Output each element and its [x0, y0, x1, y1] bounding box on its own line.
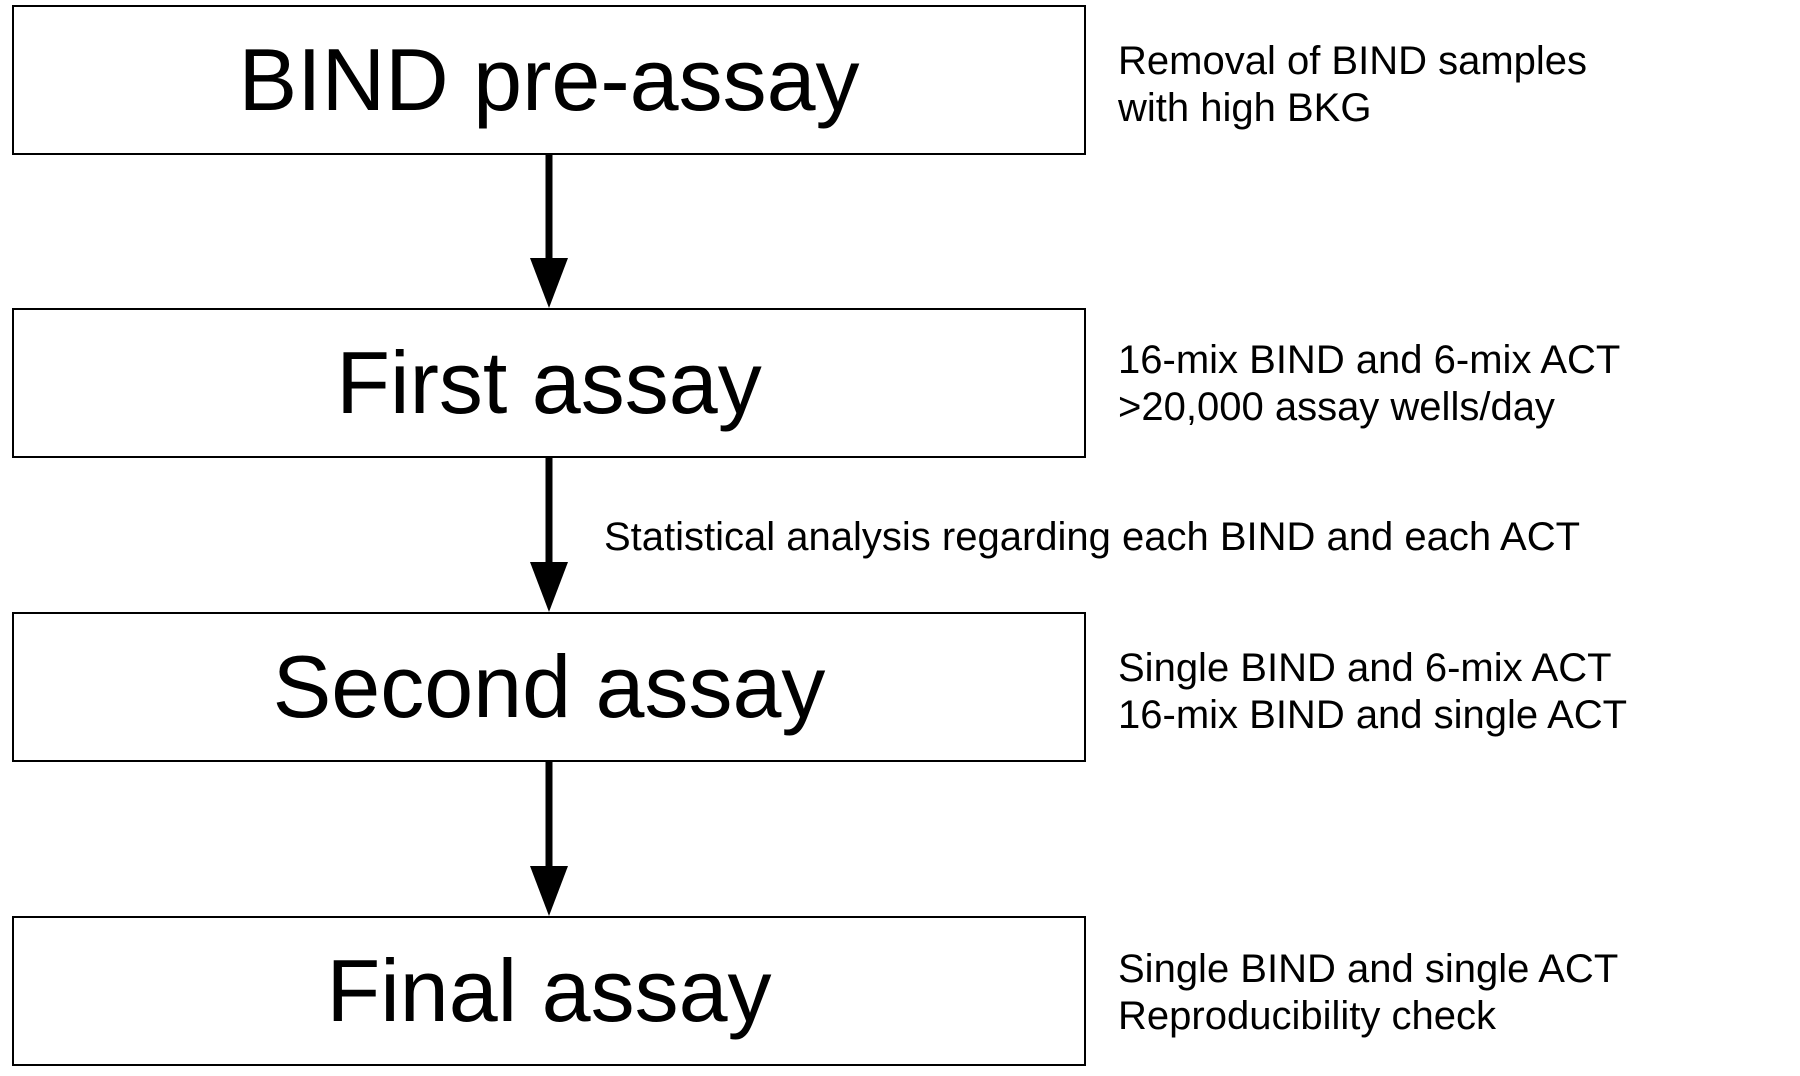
note-line: 16-mix BIND and single ACT	[1118, 693, 1628, 737]
arrow-first-to-second	[530, 458, 568, 612]
step-label: Second assay	[272, 637, 826, 736]
note-line: with high BKG	[1118, 86, 1372, 130]
step-label: Final assay	[326, 941, 772, 1040]
step-note-final-assay: Single BIND and single ACT Reproducibili…	[1118, 946, 1618, 1040]
arrow-second-to-final	[530, 762, 568, 916]
step-box-first-assay: First assay	[12, 308, 1086, 458]
step-note-first-assay: 16-mix BIND and 6-mix ACT >20,000 assay …	[1118, 337, 1620, 431]
step-box-final-assay: Final assay	[12, 916, 1086, 1066]
step-note-bind-pre-assay: Removal of BIND samples with high BKG	[1118, 38, 1587, 132]
step-label: First assay	[336, 333, 762, 432]
step-note-second-assay: Single BIND and 6-mix ACT 16-mix BIND an…	[1118, 645, 1627, 739]
connector-note-statistical-analysis: Statistical analysis regarding each BIND…	[604, 515, 1581, 559]
step-label: BIND pre-assay	[238, 30, 860, 129]
note-line: Reproducibility check	[1118, 994, 1496, 1038]
note-line: Removal of BIND samples	[1118, 39, 1588, 83]
note-line: >20,000 assay wells/day	[1118, 385, 1555, 429]
step-box-second-assay: Second assay	[12, 612, 1086, 762]
note-line: 16-mix BIND and 6-mix ACT	[1118, 338, 1621, 382]
note-line: Single BIND and 6-mix ACT	[1118, 646, 1612, 690]
arrow-pre-to-first	[530, 155, 568, 308]
note-line: Single BIND and single ACT	[1118, 947, 1619, 991]
step-box-bind-pre-assay: BIND pre-assay	[12, 5, 1086, 155]
